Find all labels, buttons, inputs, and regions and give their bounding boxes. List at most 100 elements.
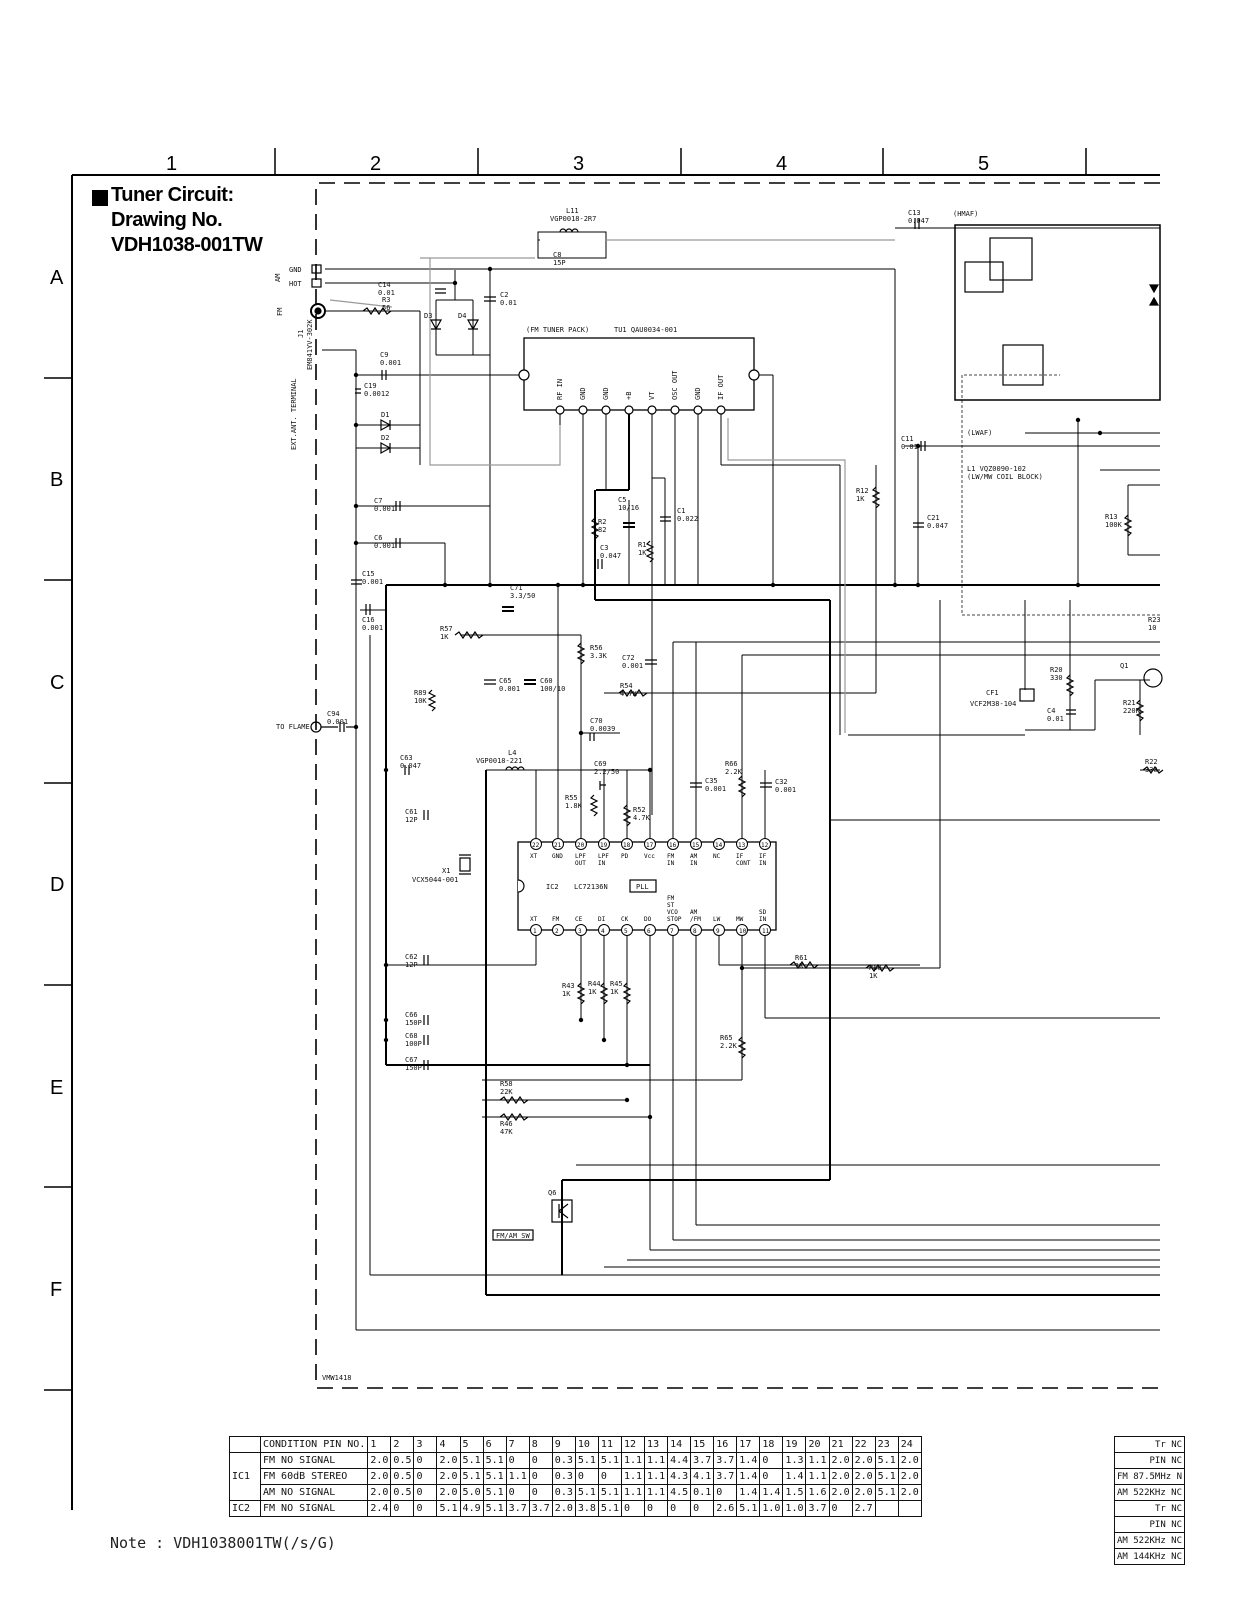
table-cell: AM 522KHz NC (1113, 1484, 1186, 1501)
ic2-pin-function: ST (667, 902, 675, 909)
table-row: PIN NC (1113, 1452, 1186, 1469)
ic2-pin-function: CE (575, 916, 583, 923)
table-cell: 0 (713, 1484, 738, 1501)
ic2-pin-number: 6 (647, 928, 651, 935)
ic2-pin-function: AM (690, 909, 698, 916)
label-vmw: VMW1418 (322, 1374, 352, 1382)
table-header-cell: 2 (390, 1436, 415, 1453)
component-ref: C7 (374, 497, 382, 505)
row-label: C (50, 672, 64, 694)
label-ic2-part: LC72136N (574, 883, 608, 891)
table-cell: 5.0 (459, 1484, 484, 1501)
component-value: 0.047 (600, 552, 621, 560)
row-label: A (50, 267, 64, 289)
component-ref: C63 (400, 754, 413, 762)
component-ref: C19 (364, 382, 377, 390)
table-cell: 5.1 (482, 1468, 507, 1485)
table-cell: 2.0 (436, 1468, 461, 1485)
table-cell: 2.0 (897, 1468, 922, 1485)
ic2-pin-number: 16 (669, 842, 677, 849)
tuner-pin-label: GND (579, 387, 587, 400)
ic2-pin-function: STOP (667, 916, 682, 923)
component-value: 10 (1148, 624, 1156, 632)
table-row: AM 522KHz NC (1113, 1484, 1186, 1501)
table-cell: 1.1 (805, 1468, 830, 1485)
component-ref: R58 (500, 1080, 513, 1088)
ic2-pin-number: 9 (716, 928, 720, 935)
ic2-pin-number: 18 (623, 842, 631, 849)
component-ref: C21 (927, 514, 940, 522)
table-cell: 1.4 (736, 1468, 761, 1485)
table-cell: AM 144KHz NC (1113, 1548, 1186, 1565)
ic2-pin (667, 924, 679, 936)
table-cell: 5.1 (874, 1468, 899, 1485)
component-ref: C8 (553, 251, 561, 259)
component-ref: C3 (600, 544, 608, 552)
label-pll: PLL (636, 883, 649, 891)
component-value: 1.8K (565, 802, 583, 810)
board-outline (315, 182, 1160, 1389)
col-label: 5 (978, 153, 989, 175)
table-cell: 0 (644, 1500, 669, 1517)
table-cell: 3.8 (574, 1500, 599, 1517)
table-header-cell: 19 (782, 1436, 807, 1453)
component-ref: C61 (405, 808, 418, 816)
ic2-pin-function: IN (759, 916, 767, 923)
component-ref: C70 (590, 717, 603, 725)
ic2-pin (736, 924, 748, 936)
component-value: 0.001 (380, 359, 401, 367)
component-ref: D2 (381, 434, 389, 442)
component-value: 0.01 (500, 299, 517, 307)
table-cell: 2.0 (897, 1452, 922, 1469)
grid-frame (44, 148, 1160, 1510)
ic2-pin-function: GND (552, 853, 563, 860)
label-q6: Q6 (548, 1189, 556, 1197)
table-cell: Tr NC (1113, 1436, 1186, 1453)
component-value: 0.047 (908, 217, 929, 225)
table-header-cell: 23 (874, 1436, 899, 1453)
table-cell: 2.0 (367, 1468, 392, 1485)
table-header-cell: 22 (851, 1436, 876, 1453)
ic2-pin-function: IN (598, 860, 606, 867)
component-value: 1K (795, 962, 804, 970)
component-value: 1K (638, 549, 647, 557)
component-ref: R22 (1145, 758, 1158, 766)
label-tu1: TU1 QAU0034-001 (614, 326, 677, 334)
table-cell: 0 (828, 1500, 853, 1517)
table-cell: 2.0 (851, 1452, 876, 1469)
table-condition-cell: FM NO SIGNAL (259, 1452, 369, 1469)
grid-labels: 1 2 3 4 5 A B C D E F (50, 153, 989, 1301)
table-ic-cell: IC2 (229, 1500, 261, 1517)
row-label: D (50, 874, 64, 896)
table-cell: 4.3 (667, 1468, 692, 1485)
table-cell: 3.7 (690, 1452, 715, 1469)
table-cell: 1.1 (644, 1468, 669, 1485)
label-cf1-part: VCF2M38-104 (970, 700, 1016, 708)
table-cell: 3.7 (713, 1452, 738, 1469)
ic2-pin-function: SD (759, 909, 767, 916)
tuner-pin-label: GND (694, 387, 702, 400)
component-ref: R45 (610, 980, 623, 988)
coil-block-outline (961, 374, 1160, 616)
wiring (322, 224, 1161, 1331)
table-cell: 0 (390, 1500, 415, 1517)
table-header-cell: 13 (644, 1436, 669, 1453)
ic2-pin-function: /FM (690, 916, 701, 923)
table-cell: 2.0 (828, 1452, 853, 1469)
table-row: PIN NC (1113, 1516, 1186, 1533)
table-cell: 4.4 (667, 1452, 692, 1469)
label-l1: L1 VQZ0090-102 (967, 465, 1026, 473)
table-cell: 1.1 (505, 1468, 530, 1485)
tuner-pin-label: GND (602, 387, 610, 400)
table-cell: 0 (413, 1452, 438, 1469)
table-cell: 5.1 (436, 1500, 461, 1517)
component-ref: C32 (775, 778, 788, 786)
diagram-title: Tuner Circuit: (111, 184, 234, 206)
table-cell: 2.4 (367, 1500, 392, 1517)
ic2-pin-number: 13 (738, 842, 746, 849)
component-ref: C4 (1047, 707, 1055, 715)
component-ref: C16 (362, 616, 375, 624)
table-cell: 2.0 (897, 1484, 922, 1501)
